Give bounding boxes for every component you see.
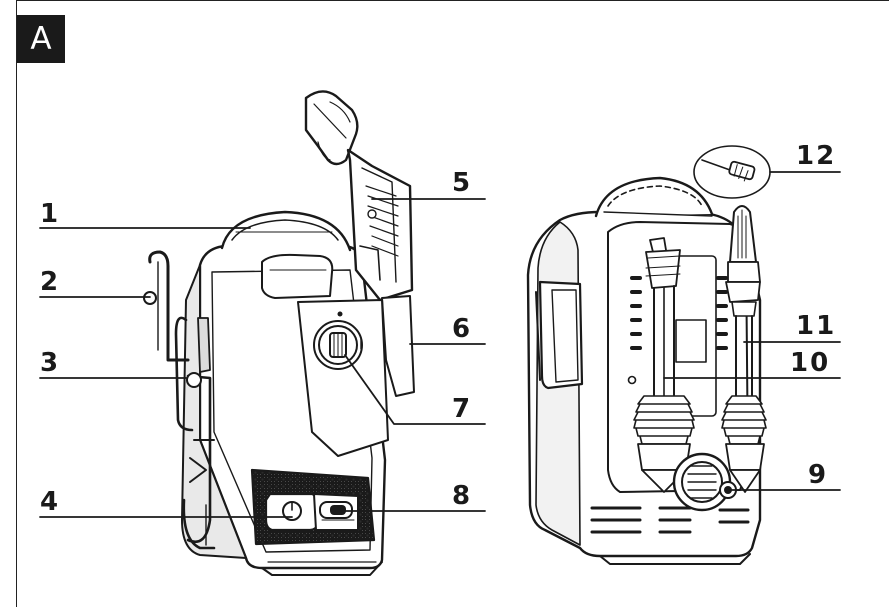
callout-4: 4 [40, 487, 61, 517]
figure-frame [16, 0, 889, 607]
callout-8: 8 [452, 481, 473, 511]
callout-1: 1 [40, 199, 61, 229]
hook-knob [143, 291, 157, 305]
front-view-unit [143, 90, 415, 576]
rear-view-unit [526, 145, 771, 565]
callout-11: 11 [796, 311, 837, 341]
callout-12: 12 [796, 141, 837, 171]
callout-10: 10 [790, 348, 831, 378]
callout-6: 6 [452, 314, 473, 344]
callout-5: 5 [452, 168, 473, 198]
callout-3: 3 [40, 348, 61, 378]
callout-7: 7 [452, 394, 473, 424]
panel-label: A [17, 15, 65, 63]
callout-2: 2 [40, 267, 61, 297]
leader-lines [39, 171, 841, 518]
callout-9: 9 [808, 460, 829, 490]
